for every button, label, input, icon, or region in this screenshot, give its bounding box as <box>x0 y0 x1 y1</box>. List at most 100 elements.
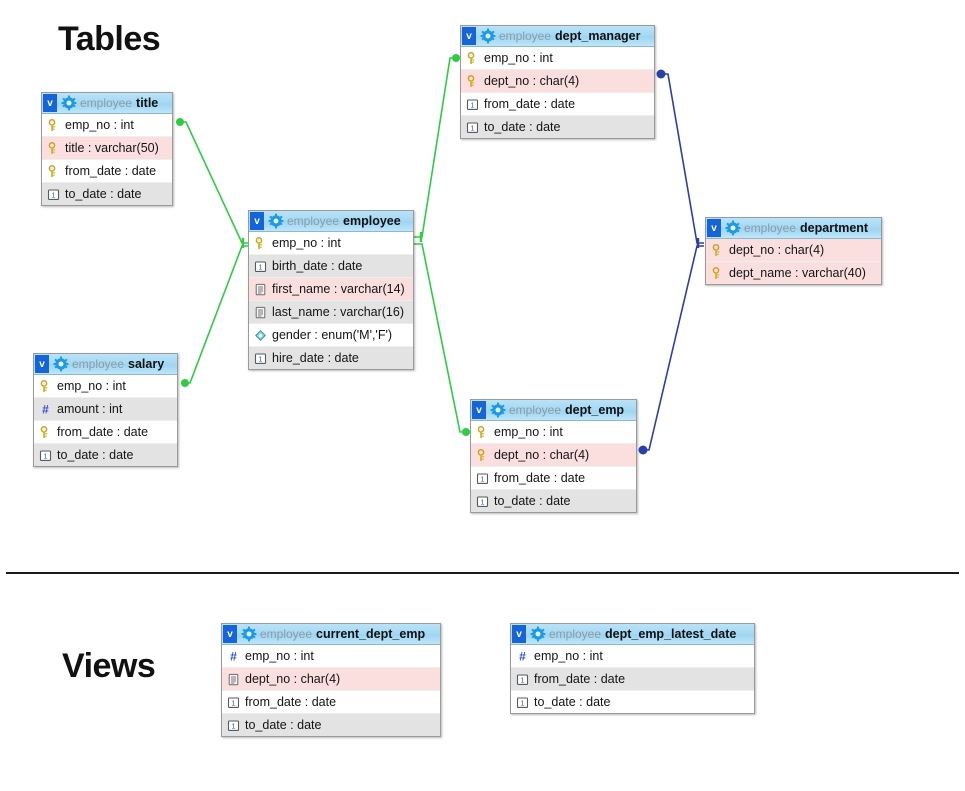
gear-icon <box>61 95 77 111</box>
entity-column-row[interactable]: dept_no : char(4) <box>222 668 440 691</box>
view-badge-icon: v <box>512 625 526 643</box>
gear-icon <box>490 402 506 418</box>
entity-name-label: employee <box>343 214 401 228</box>
entity-column-row[interactable]: emp_no : int <box>461 47 654 70</box>
column-label: from_date : date <box>245 695 337 709</box>
entity-column-row[interactable]: last_name : varchar(16) <box>249 301 413 324</box>
calendar-icon: 1 <box>516 696 529 708</box>
key-icon <box>477 425 485 438</box>
entity-column-row[interactable]: 1 from_date : date <box>222 691 440 714</box>
key-icon <box>467 74 475 87</box>
key-icon <box>48 118 56 131</box>
column-label: amount : int <box>57 402 123 416</box>
entity-column-row[interactable]: #emp_no : int <box>511 645 754 668</box>
entity-column-row[interactable]: dept_name : varchar(40) <box>706 262 881 284</box>
entity-name-label: dept_emp <box>565 403 625 417</box>
entity-column-row[interactable]: emp_no : int <box>34 375 177 398</box>
entity-schema-label: employee <box>287 214 340 228</box>
calendar-icon: 1 <box>476 472 489 484</box>
entity-column-row[interactable]: title : varchar(50) <box>42 137 172 160</box>
entity-name-label: department <box>800 221 869 235</box>
entity-column-row[interactable]: emp_no : int <box>471 421 636 444</box>
text-icon <box>255 306 266 318</box>
key-icon <box>712 243 720 256</box>
column-label: emp_no : int <box>484 51 553 65</box>
column-label: hire_date : date <box>272 351 359 365</box>
entity-column-row[interactable]: # amount : int <box>34 398 177 421</box>
entity-column-row[interactable]: from_date : date <box>42 160 172 183</box>
entity-column-row[interactable]: dept_no : char(4) <box>706 239 881 262</box>
key-icon <box>255 236 263 249</box>
svg-text:#: # <box>42 403 49 416</box>
svg-text:1: 1 <box>470 123 474 132</box>
column-label: to_date : date <box>494 494 571 508</box>
gear-icon <box>241 626 257 642</box>
column-label: birth_date : date <box>272 259 363 273</box>
entity-schema-label: employee <box>499 29 552 43</box>
entity-column-row[interactable]: emp_no : int <box>249 232 413 255</box>
entity-column-row[interactable]: first_name : varchar(14) <box>249 278 413 301</box>
gear-icon <box>530 626 546 642</box>
entity-schema-label: employee <box>260 627 313 641</box>
svg-text:#: # <box>519 650 526 663</box>
entity-column-row[interactable]: dept_no : char(4) <box>461 70 654 93</box>
relationship-dept-manager-department <box>656 69 704 248</box>
entity-column-row[interactable]: from_date : date <box>34 421 177 444</box>
column-label: from_date : date <box>65 164 157 178</box>
entity-name-label: salary <box>128 357 165 371</box>
entity-name-label: dept_manager <box>555 29 641 43</box>
column-label: dept_name : varchar(40) <box>729 266 866 280</box>
views-section-heading: Views <box>62 647 156 685</box>
svg-text:1: 1 <box>51 190 55 199</box>
calendar-icon: 1 <box>476 495 489 507</box>
column-label: first_name : varchar(14) <box>272 282 405 296</box>
svg-text:1: 1 <box>520 675 524 684</box>
entity-column-row[interactable]: 1 to_date : date <box>471 490 636 512</box>
calendar-icon: 1 <box>466 98 479 110</box>
entity-schema-label: employee <box>509 403 562 417</box>
calendar-icon: 1 <box>466 121 479 133</box>
entity-name-label: title <box>136 96 159 110</box>
relationship-employee-title <box>176 118 250 248</box>
entity-column-row[interactable]: gender : enum('M','F') <box>249 324 413 347</box>
column-label: emp_no : int <box>65 118 134 132</box>
svg-text:1: 1 <box>480 474 484 483</box>
column-label: dept_no : char(4) <box>729 243 825 257</box>
entity-column-row[interactable]: emp_no : int <box>42 114 172 137</box>
column-label: to_date : date <box>57 448 134 462</box>
column-label: emp_no : int <box>245 649 314 663</box>
entity-schema-label: employee <box>549 627 602 641</box>
svg-text:1: 1 <box>231 698 235 707</box>
entity-column-row[interactable]: dept_no : char(4) <box>471 444 636 467</box>
svg-text:1: 1 <box>470 100 474 109</box>
view-badge-icon: v <box>223 625 237 643</box>
relationship-employee-dept-manager <box>414 54 460 242</box>
entity-column-row[interactable]: #emp_no : int <box>222 645 440 668</box>
